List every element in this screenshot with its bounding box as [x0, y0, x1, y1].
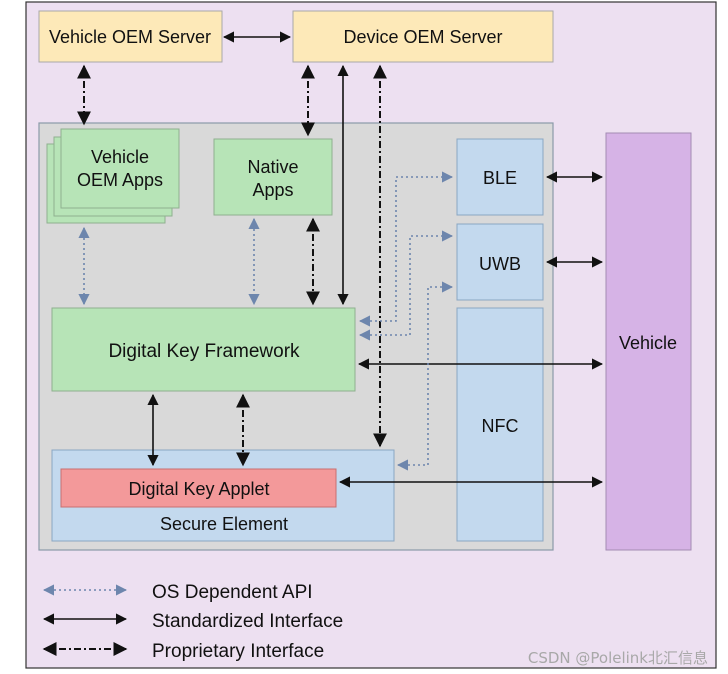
legend-os-dependent-label: OS Dependent API [152, 582, 313, 603]
vehicle-oem-server-box [38, 10, 223, 63]
uwb-label: UWB [479, 254, 521, 274]
digital-key-framework-box [51, 307, 356, 392]
digital-key-framework-label: Digital Key Framework [108, 341, 300, 362]
device-oem-server-label: Device OEM Server [343, 27, 502, 47]
ble-box [456, 138, 544, 216]
native-apps-label-line1: Native [247, 157, 298, 177]
arrow-framework-to-uwb [358, 230, 454, 341]
nfc-label: NFC [482, 416, 519, 436]
arrow-secure-element-to-uwb [396, 281, 454, 471]
digital-key-applet-label: Digital Key Applet [128, 479, 269, 499]
vehicle-oem-server-label: Vehicle OEM Server [49, 27, 211, 47]
ble-label: BLE [483, 168, 517, 188]
legend-proprietary-label: Proprietary Interface [152, 641, 324, 662]
native-apps-box [213, 138, 333, 216]
vehicle-oem-apps-box [60, 128, 180, 209]
device-oem-server-box [292, 10, 554, 63]
uwb-box [456, 223, 544, 301]
watermark-text: CSDN @Polelink北汇信息 [528, 649, 708, 667]
secure-element-label: Secure Element [160, 514, 288, 534]
nfc-box [456, 307, 544, 542]
native-apps-label-line2: Apps [252, 180, 293, 200]
digital-key-applet-box [60, 468, 337, 508]
legend-standardized-label: Standardized Interface [152, 611, 343, 632]
vehicle-oem-apps-label-line2: OEM Apps [77, 170, 163, 190]
vehicle-box [605, 132, 692, 551]
vehicle-label: Vehicle [619, 333, 677, 353]
vehicle-oem-apps-label-line1: Vehicle [91, 147, 149, 167]
